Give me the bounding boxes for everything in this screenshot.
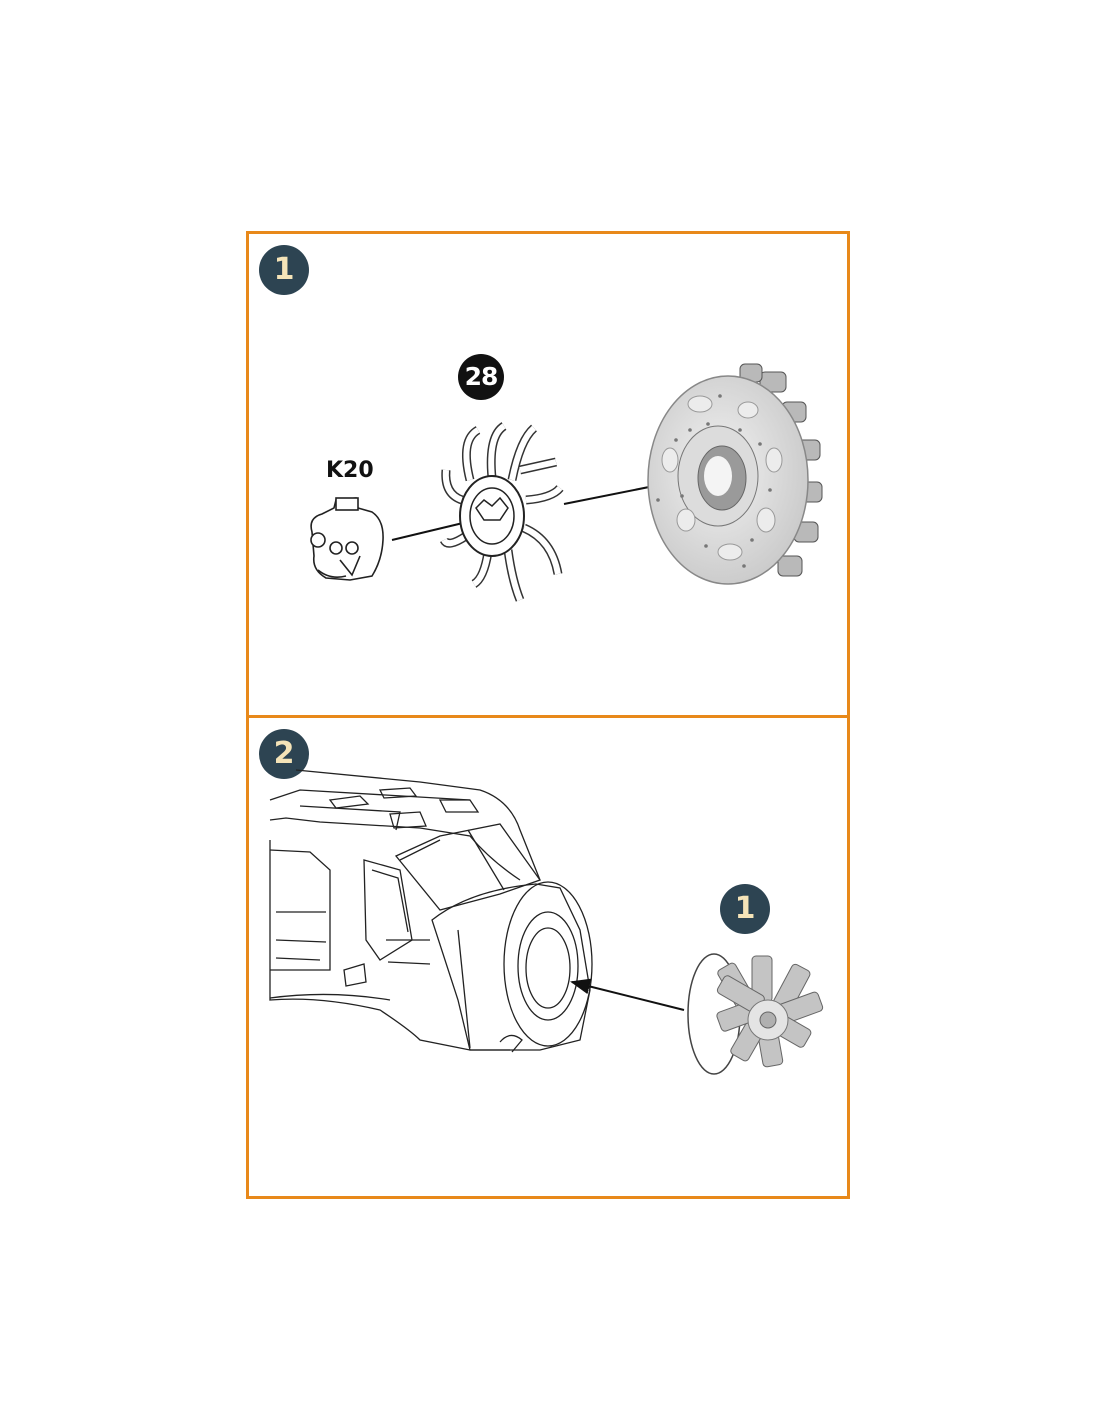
fuselage-drawing <box>269 769 593 1053</box>
crankcase-disk <box>647 363 823 585</box>
k20-part <box>310 497 384 581</box>
arrow-engine-to-cowl <box>570 978 685 1011</box>
part-code-label: K20 <box>326 458 374 483</box>
step-divider <box>246 715 850 718</box>
radial-engine <box>687 953 824 1075</box>
part-28-ring <box>439 422 564 602</box>
step-1-badge: 1 <box>259 245 309 295</box>
subassembly-ref-badge: 1 <box>720 884 770 934</box>
part-number-badge: 28 <box>458 354 504 400</box>
